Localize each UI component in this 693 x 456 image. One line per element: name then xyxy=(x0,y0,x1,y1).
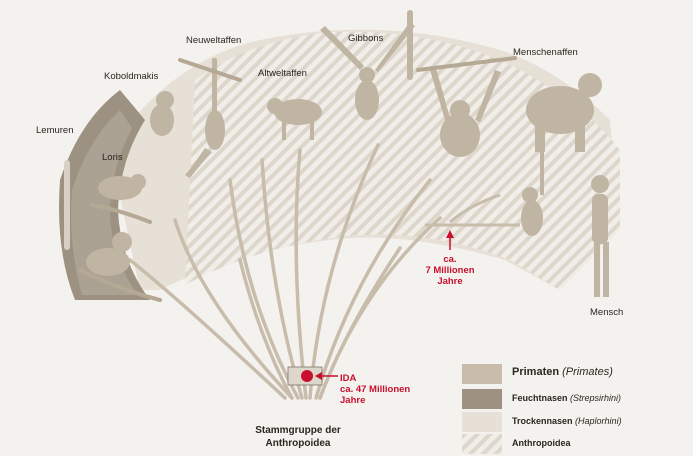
stem-group-label: Stammgruppe der Anthropoidea xyxy=(255,425,341,449)
ida-marker xyxy=(301,370,313,382)
legend-item-primaten: Primaten (Primates) xyxy=(462,364,692,384)
chimpanzee-icon xyxy=(521,200,543,236)
ida-annotation: IDA ca. 47 Millionen Jahre xyxy=(340,373,411,406)
gibbon-icon xyxy=(355,80,379,120)
label-neuweltaffen: Neuweltaffen xyxy=(186,35,242,46)
tarsier-icon xyxy=(150,104,174,136)
legend-item-trockennasen: Trockennasen (Haplorhini) xyxy=(462,412,692,432)
split-annotation: ca. 7 Millionen Jahre xyxy=(425,254,475,287)
ida-arrow xyxy=(315,372,322,380)
label-mensch: Mensch xyxy=(590,307,624,318)
label-altweltaffen: Altweltaffen xyxy=(258,68,307,79)
label-lemuren: Lemuren xyxy=(36,125,74,136)
orangutan-icon xyxy=(440,113,480,157)
lemur-icon xyxy=(86,248,130,276)
label-gibbons: Gibbons xyxy=(348,33,384,44)
label-loris: Loris xyxy=(102,152,123,163)
new-world-monkey-icon xyxy=(205,110,225,150)
human-icon xyxy=(591,175,609,193)
legend-item-feuchtnasen: Feuchtnasen (Strepsirhini) xyxy=(462,389,692,409)
primate-silhouettes xyxy=(64,10,609,297)
branches xyxy=(128,143,442,400)
split-arrow xyxy=(446,230,454,238)
legend-item-anthropoidea: Anthropoidea xyxy=(462,434,692,454)
label-koboldmakis: Koboldmakis xyxy=(104,71,159,82)
label-menschenaffen: Menschenaffen xyxy=(513,47,578,58)
anthropoidea-band xyxy=(185,31,620,291)
